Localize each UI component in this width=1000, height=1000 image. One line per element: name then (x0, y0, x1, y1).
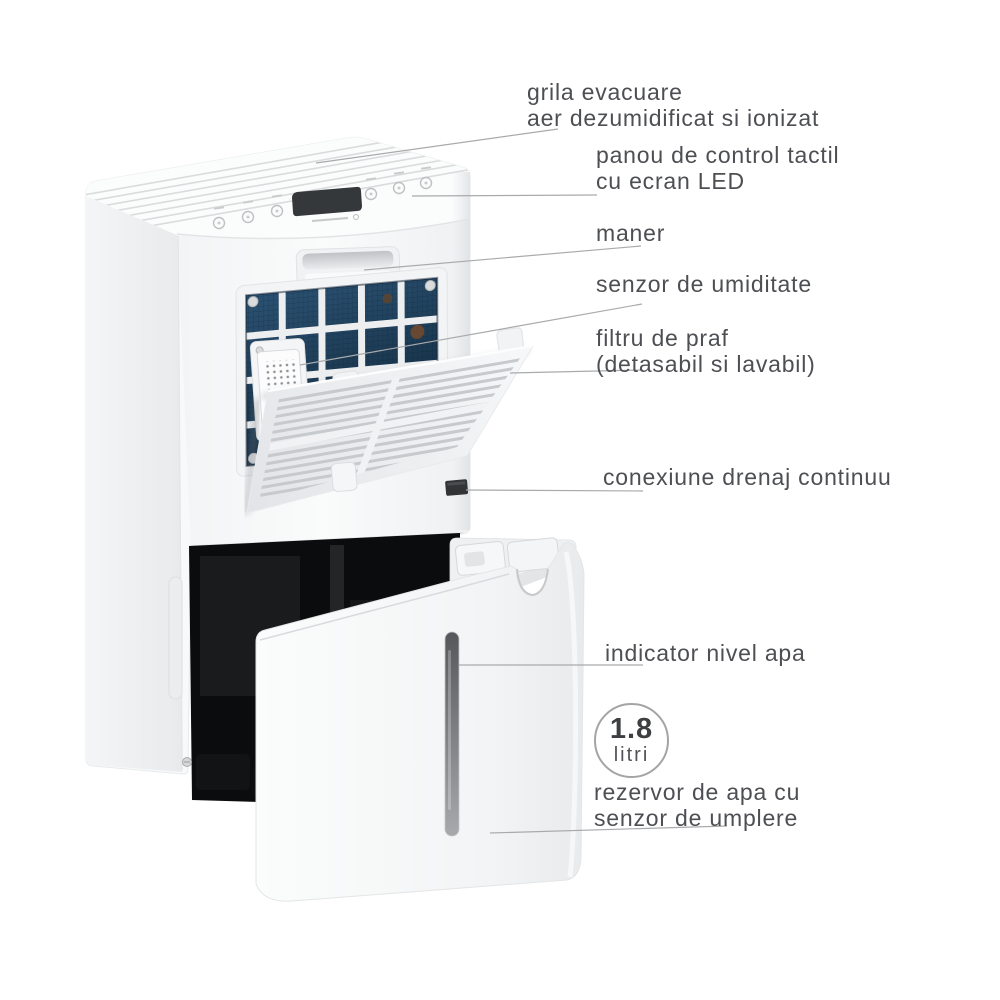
capacity-value: 1.8 (609, 713, 654, 745)
capacity-unit: litri (613, 744, 650, 766)
water-level-indicator (444, 631, 460, 837)
callout-control-panel-line1: panou de control tactil (596, 142, 840, 168)
touch-button-labels (213, 166, 432, 225)
callout-dust-filter: filtru de praf (detasabil si lavabil) (596, 325, 816, 377)
control-panel (212, 166, 433, 230)
leader-grille (315, 128, 559, 164)
callout-handle: maner (596, 220, 665, 246)
callout-dust-filter-line1: filtru de praf (596, 325, 729, 351)
callout-humidity-sensor: senzor de umiditate (596, 271, 812, 297)
callout-dust-filter-line2: (detasabil si lavabil) (596, 351, 816, 377)
callout-water-level: indicator nivel apa (605, 640, 806, 666)
filter-retainer-clip (330, 461, 358, 492)
leader-handle (363, 245, 642, 271)
callout-humidity-sensor-line1: senzor de umiditate (596, 271, 812, 297)
callout-control-panel: panou de control tactil cu ecran LED (596, 142, 839, 194)
callout-grille-line1: grila evacuare (527, 79, 683, 105)
led-display (292, 186, 362, 217)
callout-water-tank: rezervor de apa cu senzor de umplere (594, 779, 800, 831)
callout-water-level-line1: indicator nivel apa (605, 640, 806, 666)
leader-control-panel (411, 194, 598, 197)
touch-buttons (212, 176, 433, 230)
callout-water-tank-line1: rezervor de apa cu (594, 779, 801, 805)
callout-control-panel-line2: cu ecran LED (596, 168, 745, 194)
callout-drain: conexiune drenaj continuu (603, 464, 892, 490)
base-screw (182, 757, 192, 767)
water-tank (255, 537, 585, 902)
callout-water-tank-line2: senzor de umplere (594, 805, 799, 831)
callout-grille-line2: aer dezumidificat si ionizat (527, 105, 820, 131)
capacity-badge: 1.8 litri (594, 703, 669, 778)
callout-handle-line1: maner (596, 220, 666, 246)
side-groove (168, 576, 183, 700)
tank-front (255, 542, 585, 902)
leader-drain (465, 489, 644, 492)
leader-water-tank (489, 825, 728, 834)
leader-dust-filter (509, 369, 644, 374)
callout-drain-line1: conexiune drenaj continuu (603, 464, 892, 490)
drain-connection (445, 479, 469, 496)
leader-humidity-sensor (299, 303, 643, 366)
callout-grille: grila evacuare aer dezumidificat si ioni… (527, 79, 819, 131)
leader-lines (299, 128, 728, 834)
